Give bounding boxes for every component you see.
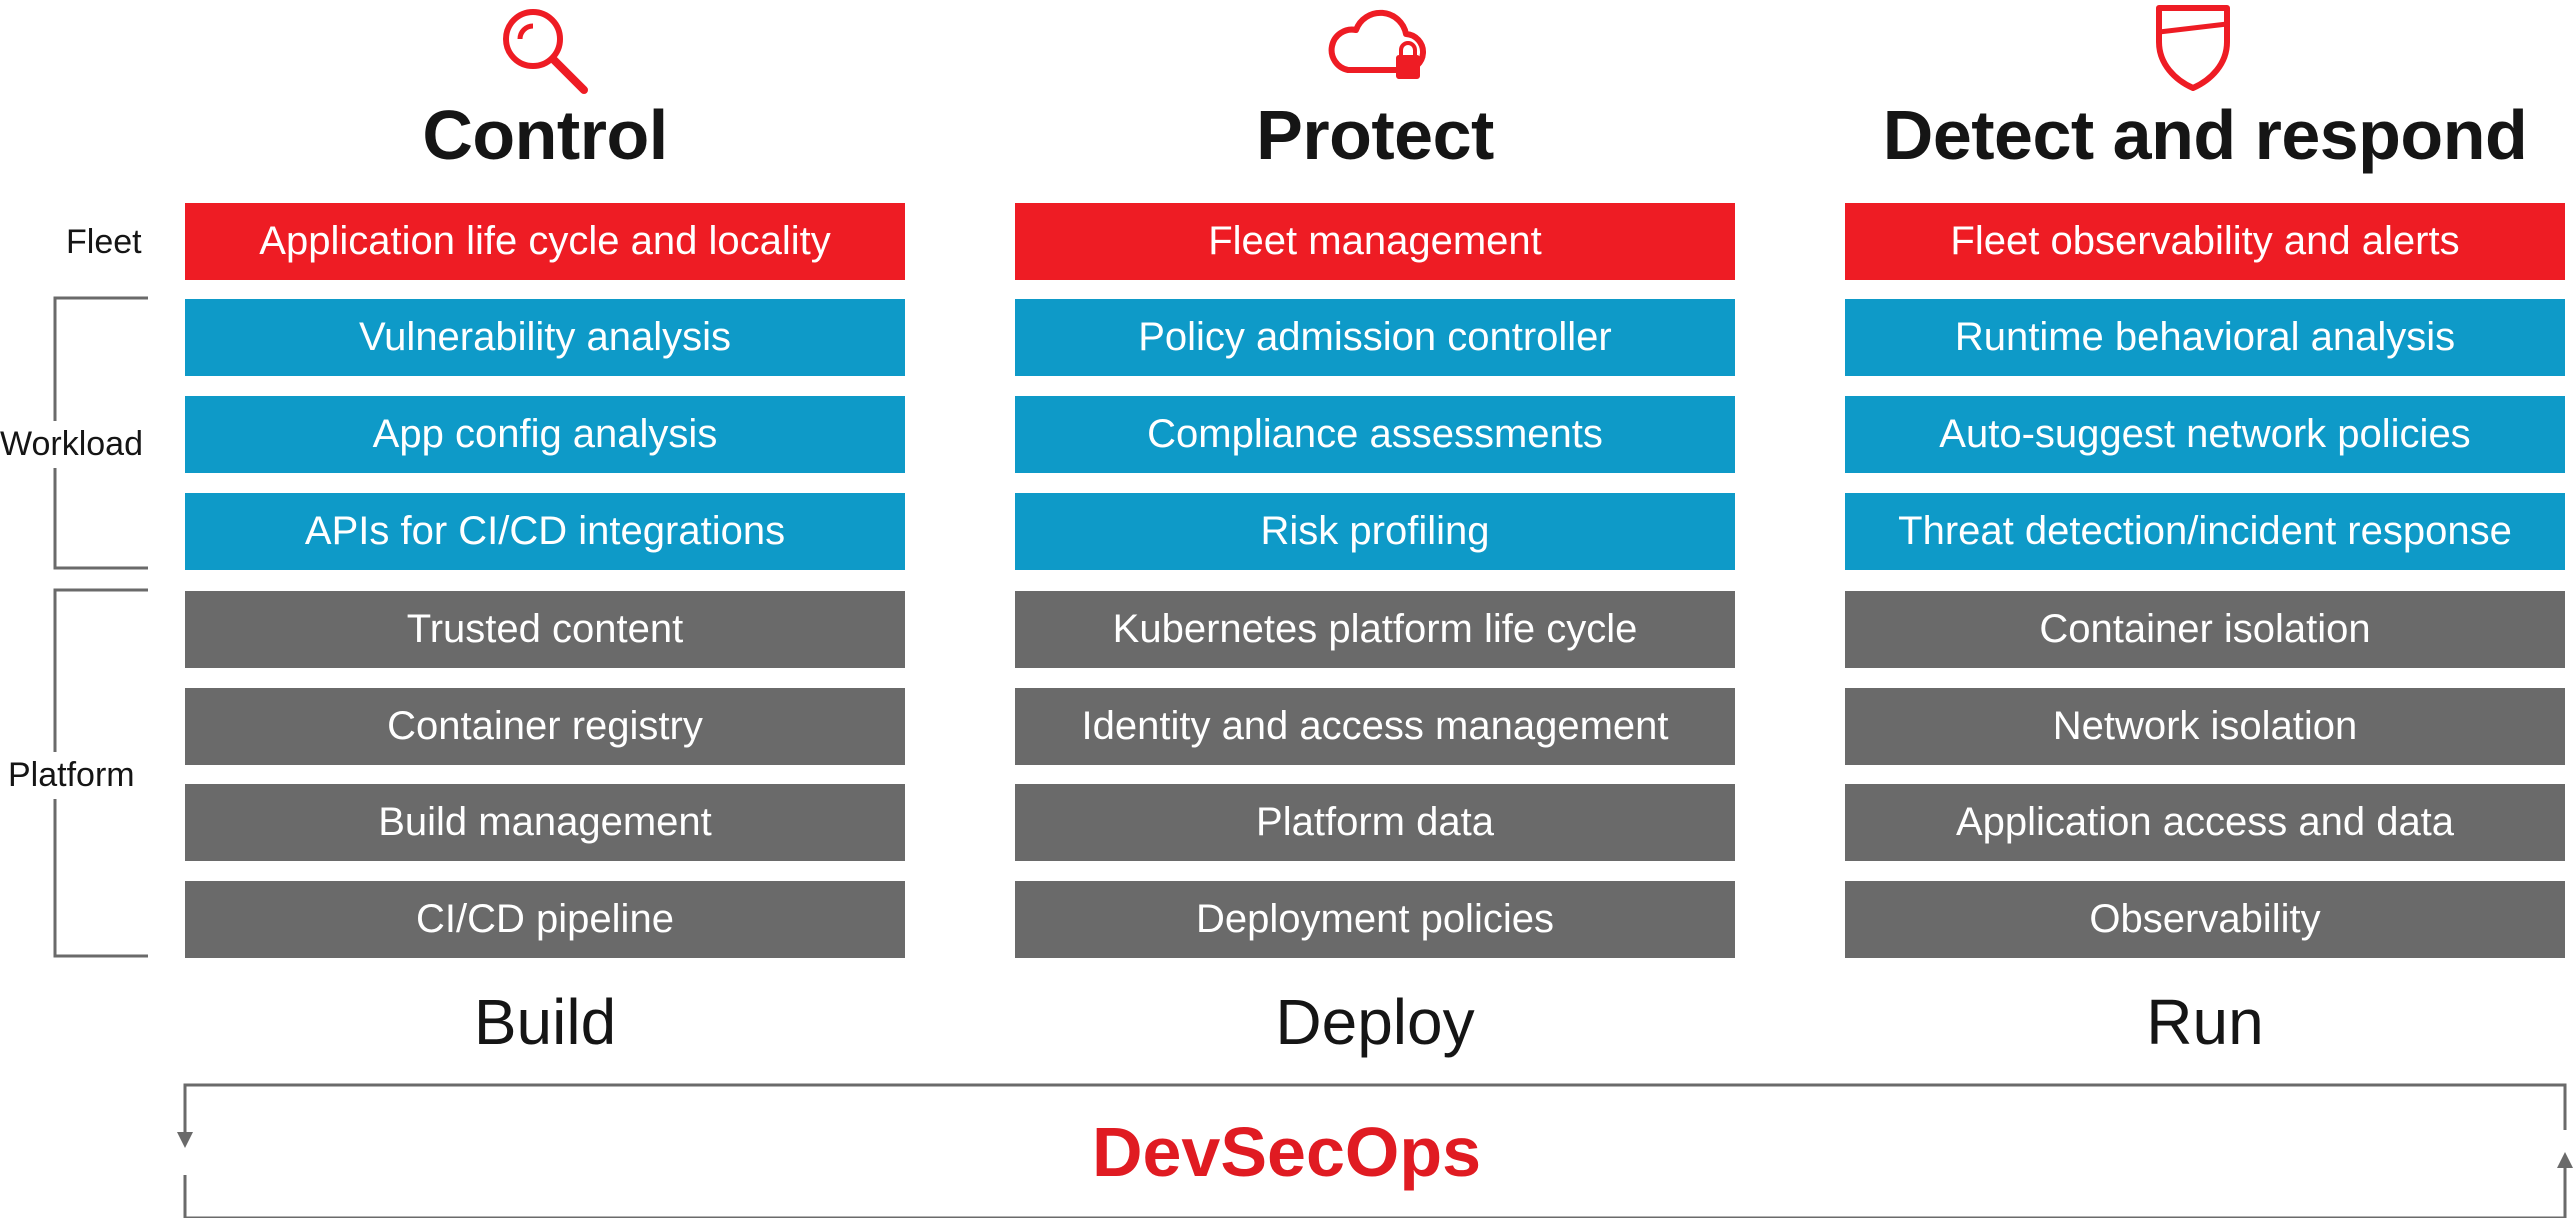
platform-box: Deployment policies [1015, 881, 1735, 958]
platform-box: Trusted content [185, 591, 905, 668]
workload-box: App config analysis [185, 396, 905, 473]
stage-label-run: Run [2146, 986, 2264, 1058]
shield-icon [2156, 5, 2230, 91]
workload-box: Threat detection/incident response [1845, 493, 2565, 570]
platform-box: Observability [1845, 881, 2565, 958]
fleet-box: Fleet management [1015, 203, 1735, 280]
platform-box: CI/CD pipeline [185, 881, 905, 958]
platform-box: Network isolation [1845, 688, 2565, 765]
platform-box: Container registry [185, 688, 905, 765]
platform-box: Platform data [1015, 784, 1735, 861]
platform-box: Container isolation [1845, 591, 2565, 668]
row-label-workload: Workload [0, 421, 143, 468]
stage-label-deploy: Deploy [1275, 986, 1475, 1058]
workload-box: Risk profiling [1015, 493, 1735, 570]
devsecops-label: DevSecOps [1091, 1113, 1482, 1191]
column-title-protect: Protect [1256, 96, 1494, 174]
row-label-platform: Platform [8, 752, 135, 799]
workload-box: Vulnerability analysis [185, 299, 905, 376]
platform-box: Identity and access management [1015, 688, 1735, 765]
workload-box: Runtime behavioral analysis [1845, 299, 2565, 376]
workload-box: Compliance assessments [1015, 396, 1735, 473]
workload-box: APIs for CI/CD integrations [185, 493, 905, 570]
magnifier-icon [503, 9, 588, 94]
stage-label-build: Build [473, 986, 617, 1058]
workload-box: Auto-suggest network policies [1845, 396, 2565, 473]
platform-box: Build management [185, 784, 905, 861]
platform-box: Kubernetes platform life cycle [1015, 591, 1735, 668]
fleet-box: Fleet observability and alerts [1845, 203, 2565, 280]
platform-box: Application access and data [1845, 784, 2565, 861]
column-title-control: Control [422, 96, 668, 174]
row-label-fleet: Fleet [66, 223, 142, 262]
cloud-lock-icon [1328, 9, 1427, 79]
workload-box: Policy admission controller [1015, 299, 1735, 376]
column-title-detect-and-respond: Detect and respond [1882, 96, 2528, 174]
fleet-box: Application life cycle and locality [185, 203, 905, 280]
